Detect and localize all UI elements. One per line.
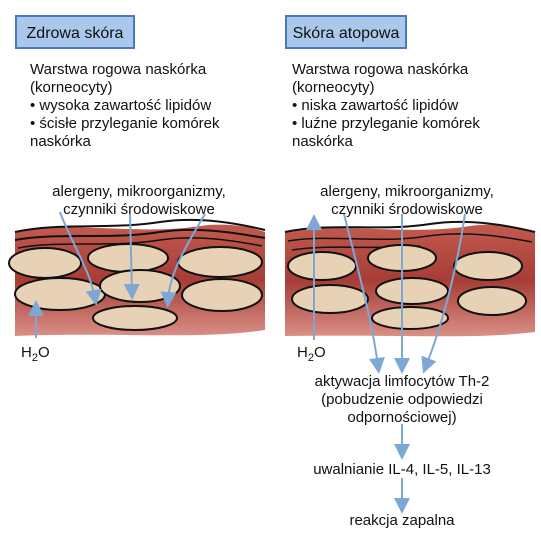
healthy-skin-illustration bbox=[8, 218, 266, 336]
atopic-bullet-lipids: • niska zawartość lipidów bbox=[292, 97, 459, 114]
atopic-water-label: H2O bbox=[297, 344, 326, 364]
atopic-cell bbox=[453, 251, 523, 281]
atopic-bullet-adhesion-cont: naskórka bbox=[292, 133, 353, 150]
healthy-skin-title: Zdrowa skóra bbox=[15, 15, 135, 49]
healthy-bullet-adhesion: • ścisłe przyleganie komórek bbox=[30, 115, 220, 132]
healthy-desc-line2: (korneocyty) bbox=[30, 79, 113, 96]
atopic-skin-illustration bbox=[284, 220, 536, 337]
th2-activation-line3: odpornościowej) bbox=[347, 409, 457, 426]
healthy-cell bbox=[87, 243, 169, 273]
healthy-cell bbox=[177, 246, 263, 278]
atopic-agent-arrows bbox=[306, 213, 466, 514]
healthy-agent-arrows bbox=[28, 211, 206, 338]
healthy-cell bbox=[99, 269, 181, 303]
healthy-cell bbox=[92, 305, 178, 331]
atopic-cell bbox=[291, 284, 369, 314]
atopic-cell bbox=[287, 251, 357, 281]
interleukin-release: uwalnianie IL-4, IL-5, IL-13 bbox=[313, 461, 491, 478]
healthy-cell bbox=[181, 278, 263, 312]
atopic-bullet-adhesion: • luźne przyleganie komórek bbox=[292, 115, 480, 132]
atopic-skin-title: Skóra atopowa bbox=[285, 15, 407, 49]
healthy-desc-line1: Warstwa rogowa naskórka bbox=[30, 61, 207, 78]
atopic-desc-line2: (korneocyty) bbox=[292, 79, 375, 96]
healthy-agents-line2: czynniki środowiskowe bbox=[63, 201, 215, 218]
th2-activation-line1: aktywacja limfocytów Th-2 bbox=[314, 373, 490, 390]
atopic-agents-line1: alergeny, mikroorganizmy, bbox=[320, 183, 494, 200]
healthy-bullet-adhesion-cont: naskórka bbox=[30, 133, 91, 150]
atopic-agents-line2: czynniki środowiskowe bbox=[331, 201, 483, 218]
healthy-agents-line1: alergeny, mikroorganizmy, bbox=[52, 183, 226, 200]
th2-activation-line2: (pobudzenie odpowiedzi bbox=[321, 391, 483, 408]
inflammatory-reaction: reakcja zapalna bbox=[349, 512, 455, 529]
atopic-desc-line1: Warstwa rogowa naskórka bbox=[292, 61, 469, 78]
healthy-cell bbox=[8, 247, 82, 279]
atopic-cell bbox=[371, 306, 449, 330]
atopic-cell bbox=[375, 277, 449, 305]
atopic-cell bbox=[457, 286, 527, 316]
healthy-bullet-lipids: • wysoka zawartość lipidów bbox=[30, 97, 212, 114]
healthy-water-label: H2O bbox=[21, 344, 50, 364]
